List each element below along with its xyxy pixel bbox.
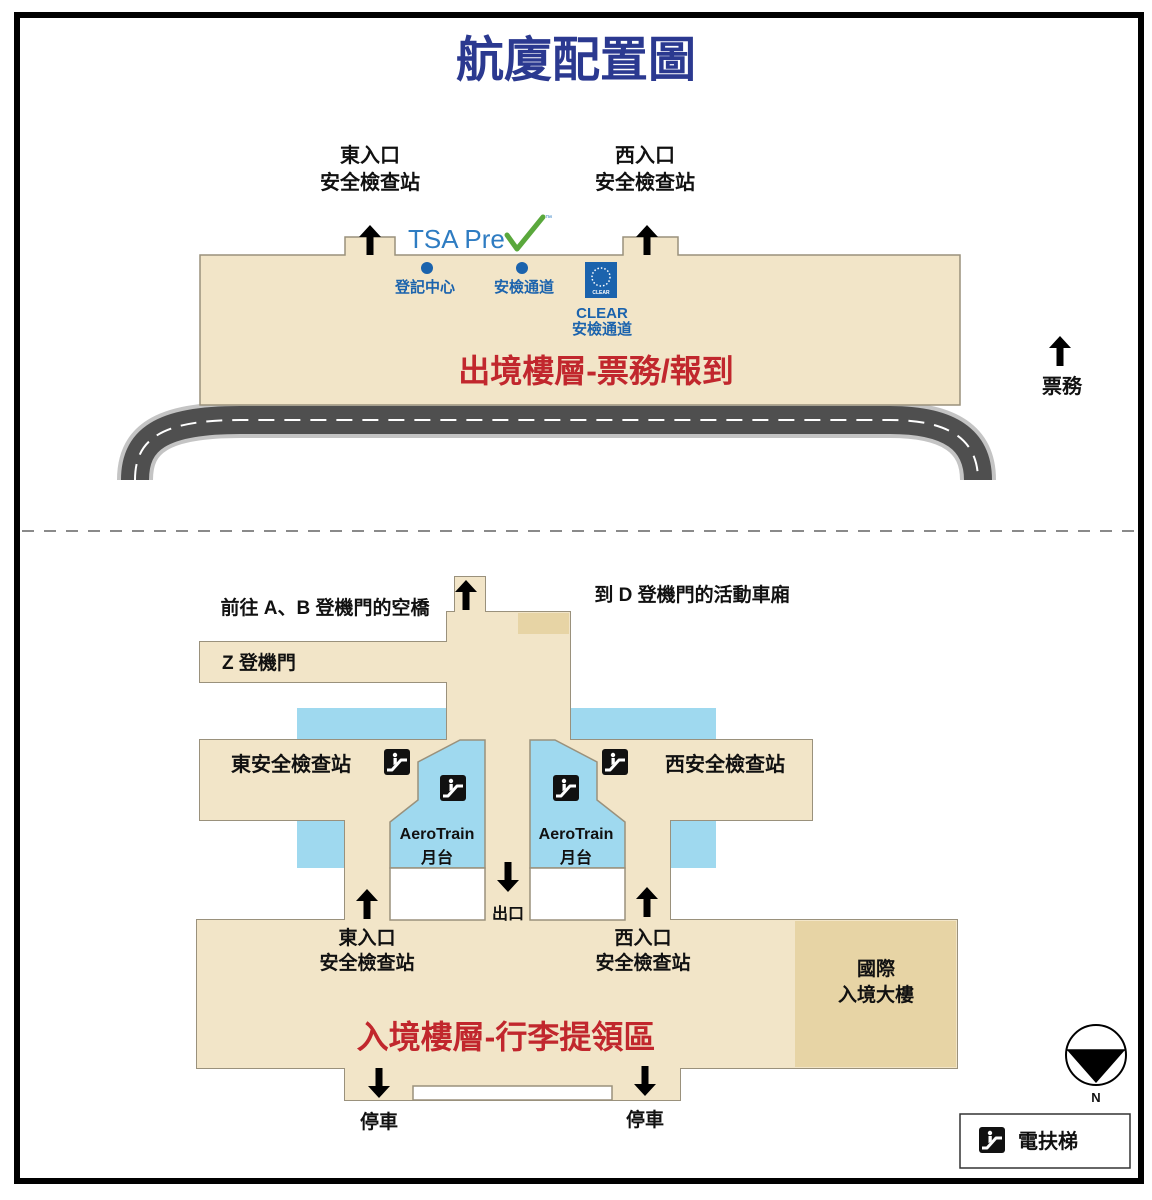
tsa-lane-label: 安檢通道 xyxy=(494,278,554,296)
aerotrain-right-label: AeroTrain xyxy=(539,826,614,843)
departure-east-entrance-label: 東入口 xyxy=(340,144,400,167)
check-mark-icon xyxy=(504,214,546,252)
clear-ring-icon xyxy=(591,267,611,287)
parking-left-label: 停車 xyxy=(360,1110,398,1133)
aerotrain-platform-left xyxy=(389,739,486,869)
west-security-label: 西安全檢查站 xyxy=(665,752,785,776)
z-gates-label: Z 登機門 xyxy=(222,651,296,674)
registration-center-label: 登記中心 xyxy=(394,278,455,296)
escalator-icon xyxy=(440,775,466,801)
escalator-icon xyxy=(384,749,410,775)
legend: 電扶梯 xyxy=(959,1113,1131,1169)
escalator-icon xyxy=(979,1127,1005,1153)
arrival-level-name: 入境樓層-行李提領區 xyxy=(357,1019,656,1055)
tsa-logo-text: TSA Pre xyxy=(408,224,505,254)
tsa-lane-marker-icon xyxy=(516,262,528,274)
aerotrain-left-sublabel: 月台 xyxy=(420,848,453,867)
aerotrain-left-label: AeroTrain xyxy=(400,826,475,843)
departure-east-entrance-sublabel: 安全檢查站 xyxy=(320,170,420,194)
departure-road xyxy=(117,402,996,481)
arrival-east-entrance-label: 東入口 xyxy=(338,926,395,949)
tsa-precheck-logo: TSA Pre ™ xyxy=(408,214,552,254)
clear-logo: CLEAR xyxy=(585,262,617,298)
international-sublabel: 入境大樓 xyxy=(838,983,914,1006)
d-gates-shuttle-area xyxy=(518,613,569,634)
escalator-icon xyxy=(553,775,579,801)
compass-icon xyxy=(1065,1024,1127,1086)
legend-escalator-label: 電扶梯 xyxy=(1018,1129,1078,1153)
departure-west-entrance-sublabel: 安全檢查站 xyxy=(595,170,695,194)
blank-area-left xyxy=(389,867,486,921)
d-gates-label: 到 D 登機門的活動車廂 xyxy=(594,583,789,606)
blank-area-right xyxy=(529,867,626,921)
departure-level-name: 出境樓層-票務/報到 xyxy=(458,353,734,389)
departure-west-entrance-label: 西入口 xyxy=(615,144,675,167)
clear-logo-text: CLEAR xyxy=(592,290,610,296)
escalator-icon xyxy=(602,749,628,775)
blank-area-bottom xyxy=(412,1085,613,1101)
international-label: 國際 xyxy=(857,957,896,980)
departure-level-building xyxy=(199,236,961,406)
exit-label: 出口 xyxy=(492,904,524,923)
arrival-east-entrance-sublabel: 安全檢查站 xyxy=(319,951,414,974)
international-arrivals-building xyxy=(795,921,956,1067)
registration-center-marker-icon xyxy=(421,262,433,274)
ab-gates-label: 前往 A、B 登機門的空橋 xyxy=(220,596,430,619)
clear-lane-label: 安檢通道 xyxy=(572,320,632,338)
clear-label: CLEAR xyxy=(576,305,628,322)
aerotrain-platform-right xyxy=(529,739,626,869)
ticketing-label: 票務 xyxy=(1042,375,1083,398)
tsa-tm-mark: ™ xyxy=(545,215,552,222)
arrival-west-entrance-sublabel: 安全檢查站 xyxy=(595,951,690,974)
arrival-west-entrance-label: 西入口 xyxy=(614,927,671,949)
east-security-label: 東安全檢查站 xyxy=(231,752,351,776)
map-title: 航廈配置圖 xyxy=(456,34,696,87)
compass-north-label: N xyxy=(1091,1090,1100,1105)
aerotrain-right-sublabel: 月台 xyxy=(559,848,592,867)
parking-right-label: 停車 xyxy=(626,1108,664,1131)
